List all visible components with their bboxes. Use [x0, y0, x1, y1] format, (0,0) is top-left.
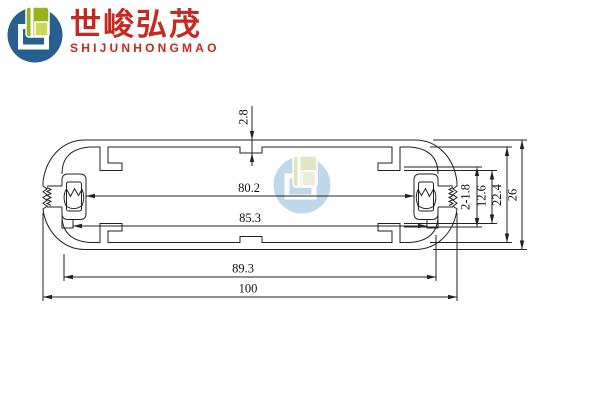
- extension-lines: [42, 139, 527, 301]
- right-boss-insert: [418, 181, 434, 212]
- dimension-extension-lines: [42, 139, 527, 301]
- dim-hook-span: 85.3: [73, 211, 427, 229]
- dimensions: 2.8 80.2 85.3 89.3 100 2-1.8: [43, 106, 525, 300]
- brand-logo-icon: [7, 6, 63, 63]
- dim-boss-inner-span: 80.2: [86, 181, 414, 199]
- left-screw-boss: [61, 173, 87, 220]
- watermark-logo: [273, 155, 331, 214]
- right-screw-boss: [413, 173, 439, 220]
- right-thread-profile: [415, 187, 437, 210]
- dim-tab-clear-height-label: 12.6: [475, 185, 489, 207]
- dim-overall-height: 26: [506, 140, 525, 250]
- left-boss-insert: [66, 181, 82, 212]
- left-inner-serration: [45, 187, 53, 206]
- outer-contour: [42, 139, 458, 250]
- dim-tab-thickness-label: 2-1.8: [459, 184, 473, 210]
- dim-groove-depth-label: 2.8: [237, 109, 251, 125]
- watermark-pane-slit: [297, 156, 301, 187]
- dim-cavity-height-label: 22.4: [490, 183, 504, 206]
- dim-boss-inner-span-label: 80.2: [238, 181, 260, 195]
- left-thread-profile: [63, 187, 85, 210]
- dim-overall-width: 100: [43, 282, 457, 300]
- brand-names: 世峻弘茂 SHIJUNHONGMAO: [70, 2, 220, 55]
- dim-overall-height-label: 26: [506, 189, 520, 202]
- dim-tab-thickness: 2-1.8: [459, 167, 480, 227]
- logo-pane-slit: [30, 7, 34, 37]
- brand-name-english: SHIJUNHONGMAO: [70, 41, 220, 55]
- brand-name-chinese: 世峻弘茂: [70, 7, 202, 42]
- left-boss-hook: [61, 219, 74, 229]
- left-mouth-lines: [47, 185, 62, 208]
- right-mouth-lines: [438, 185, 453, 208]
- dim-hook-span-label: 85.3: [239, 211, 261, 225]
- dim-flat-width: 89.3: [64, 262, 436, 280]
- dim-overall-width-label: 100: [239, 282, 258, 296]
- dim-groove-depth: 2.8: [237, 106, 255, 166]
- dim-cavity-height: 22.4: [490, 147, 510, 243]
- right-inner-serration: [447, 187, 455, 206]
- brand-header: 世峻弘茂 SHIJUNHONGMAO: [4, 2, 220, 66]
- logo-pane-light: [34, 21, 49, 37]
- dim-tab-clear-height: 12.6: [475, 170, 495, 224]
- watermark-pane-light: [301, 170, 317, 187]
- inner-contour-top: [61, 146, 439, 175]
- inner-contour-bottom: [61, 215, 439, 243]
- dim-flat-width-label: 89.3: [232, 262, 254, 276]
